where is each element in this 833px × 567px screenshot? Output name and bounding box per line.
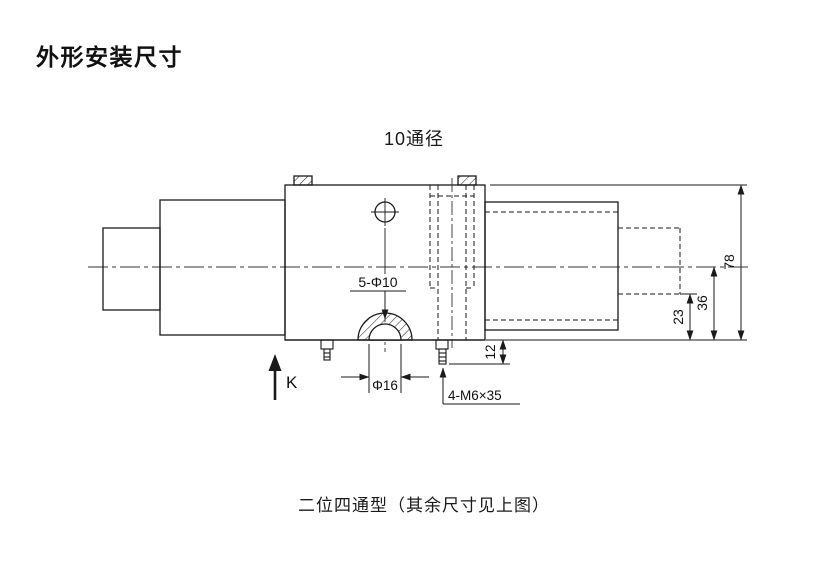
top-mounting-hole bbox=[371, 198, 399, 226]
arrow-up-icon bbox=[268, 354, 282, 371]
page-title: 外形安装尺寸 bbox=[36, 44, 183, 70]
hidden-lines bbox=[429, 185, 681, 340]
dim-23-label: 23 bbox=[670, 309, 686, 325]
view-direction-label: K bbox=[286, 373, 298, 392]
dim-port-diameter-label: Φ16 bbox=[372, 378, 398, 393]
view-direction-arrow bbox=[268, 354, 282, 400]
right-mount-tab bbox=[457, 175, 477, 186]
dim-holes-label: 5-Φ10 bbox=[358, 274, 397, 290]
mounting-studs bbox=[320, 339, 449, 365]
left-end-cap bbox=[102, 227, 161, 311]
dim-36-label: 36 bbox=[694, 295, 710, 311]
bore-size-label: 10通径 bbox=[383, 129, 445, 149]
stud-right bbox=[435, 339, 449, 350]
dim-studs-label: 4-M6×35 bbox=[448, 388, 502, 403]
left-mount-tab bbox=[293, 175, 313, 186]
dim-78-label: 78 bbox=[721, 254, 737, 270]
dim-12-label: 12 bbox=[483, 344, 498, 359]
right-cylinder bbox=[484, 201, 619, 331]
figure-caption: 二位四通型（其余尺寸见上图） bbox=[298, 496, 550, 515]
bottom-port-boss bbox=[285, 312, 485, 341]
dimension-lines bbox=[341, 184, 747, 405]
stud-left bbox=[320, 339, 334, 350]
valve-outline bbox=[102, 175, 619, 341]
